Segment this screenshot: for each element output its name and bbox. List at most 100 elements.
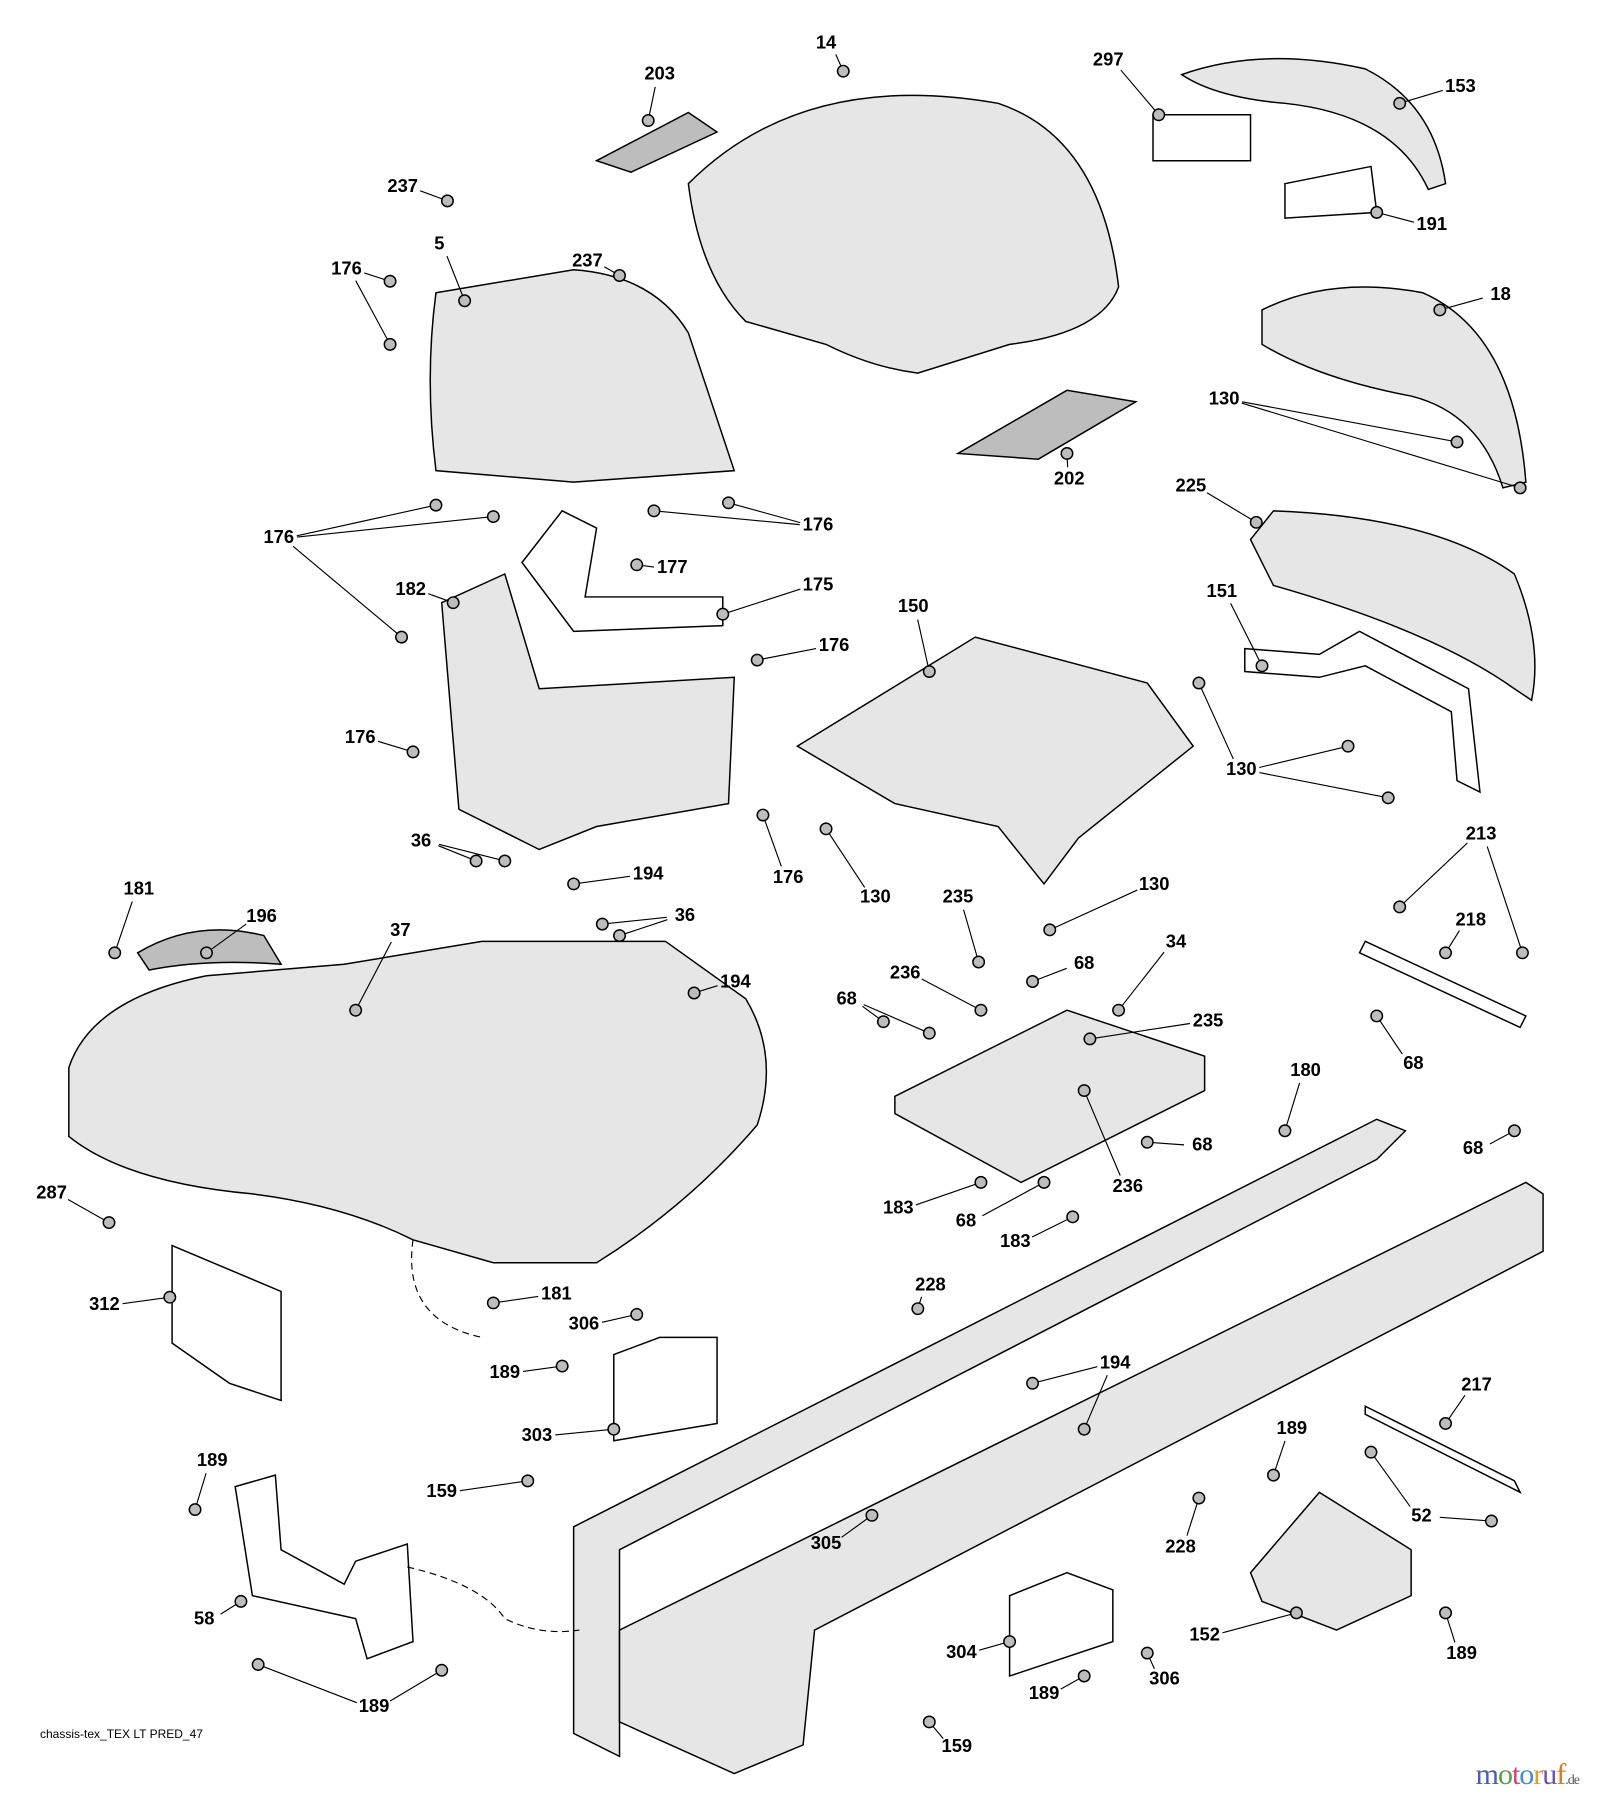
- callout-217: 217: [1461, 1373, 1492, 1394]
- leader-line: [446, 255, 466, 301]
- dashboard-5: [429, 269, 736, 483]
- callout-151: 151: [1207, 580, 1238, 601]
- fastener-icon: [1003, 1635, 1017, 1649]
- fastener-icon: [1484, 1514, 1498, 1528]
- callout-236: 236: [1112, 1175, 1143, 1196]
- fastener-icon: [234, 1594, 248, 1608]
- callout-181: 181: [541, 1283, 572, 1304]
- callout-176: 176: [803, 514, 834, 535]
- rod-217: [1364, 1405, 1522, 1495]
- leader-line: [1032, 1366, 1098, 1384]
- dash-harness: [411, 1239, 482, 1338]
- callout-130: 130: [1139, 873, 1170, 894]
- callout-305: 305: [811, 1532, 842, 1553]
- fastener-icon: [555, 1359, 569, 1373]
- fastener-icon: [1112, 1003, 1126, 1017]
- callout-225: 225: [1176, 475, 1207, 496]
- fastener-icon: [1370, 1009, 1384, 1023]
- callout-68: 68: [1192, 1134, 1212, 1155]
- bracket-175: [521, 509, 724, 633]
- callout-152: 152: [1189, 1624, 1220, 1645]
- plate-312: [171, 1244, 282, 1402]
- fastener-icon: [1255, 659, 1269, 673]
- callout-189: 189: [489, 1361, 520, 1382]
- harness-58: [407, 1566, 580, 1633]
- leader-line: [1089, 1022, 1190, 1040]
- fastener-icon: [1513, 481, 1527, 495]
- fastener-icon: [974, 1175, 988, 1189]
- leader-line: [296, 504, 437, 537]
- insert-191: [1284, 165, 1378, 219]
- callout-306: 306: [1149, 1667, 1180, 1688]
- callout-52: 52: [1411, 1504, 1431, 1525]
- bumper-225: [1249, 510, 1536, 702]
- callout-297: 297: [1093, 49, 1124, 70]
- dash-panel-182: [440, 572, 736, 851]
- fastener-icon: [1393, 900, 1407, 914]
- fastener-icon: [687, 986, 701, 1000]
- leader-line: [619, 919, 668, 937]
- leader-line: [1259, 745, 1349, 769]
- fastener-icon: [251, 1658, 265, 1672]
- fastener-icon: [716, 607, 730, 621]
- leader-line: [1186, 1497, 1200, 1536]
- callout-235: 235: [943, 886, 974, 907]
- leader-line: [1399, 842, 1468, 908]
- fastener-icon: [1026, 1376, 1040, 1390]
- fastener-icon: [1439, 1416, 1453, 1430]
- callout-130: 130: [1209, 387, 1240, 408]
- leader-line: [355, 941, 392, 1011]
- fastener-icon: [1433, 303, 1447, 317]
- leader-line: [653, 510, 800, 526]
- fastener-icon: [1083, 1032, 1097, 1046]
- callout-196: 196: [246, 905, 277, 926]
- callout-189: 189: [1446, 1642, 1477, 1663]
- leader-line: [1439, 1516, 1492, 1522]
- leader-line: [1120, 69, 1160, 116]
- fastener-icon: [1439, 946, 1453, 960]
- parts-layer: [68, 57, 1544, 1775]
- callout-312: 312: [89, 1293, 120, 1314]
- leader-line: [722, 588, 801, 615]
- leader-line: [1049, 889, 1138, 931]
- leader-line: [555, 1428, 614, 1436]
- leader-line: [762, 814, 782, 867]
- leader-line: [522, 1365, 563, 1373]
- leader-line: [915, 1181, 982, 1206]
- callout-68: 68: [836, 988, 856, 1009]
- callout-237: 237: [572, 250, 603, 271]
- callout-176: 176: [263, 526, 294, 547]
- leader-line: [963, 909, 980, 963]
- callout-37: 37: [390, 919, 410, 940]
- callout-180: 180: [1290, 1059, 1321, 1080]
- leader-line: [1376, 1015, 1403, 1055]
- fastener-icon: [1249, 515, 1263, 529]
- fastener-icon: [1037, 1175, 1051, 1189]
- fastener-icon: [607, 1422, 621, 1436]
- fastener-icon: [1077, 1084, 1091, 1098]
- leader-line: [355, 280, 391, 345]
- fastener-icon: [1515, 946, 1529, 960]
- callout-306: 306: [569, 1313, 600, 1334]
- fastener-icon: [1266, 1468, 1280, 1482]
- fastener-icon: [383, 274, 397, 288]
- watermark-logo: motoruf.de: [1475, 1758, 1580, 1791]
- fastener-icon: [641, 114, 655, 128]
- fastener-icon: [1140, 1135, 1154, 1149]
- fastener-icon: [1289, 1606, 1303, 1620]
- leader-lines: [67, 54, 1529, 1740]
- leader-line: [438, 843, 505, 862]
- fastener-icon: [163, 1290, 177, 1304]
- leader-line: [296, 516, 494, 538]
- fastener-icon: [1043, 923, 1057, 937]
- fastener-icon: [102, 1216, 116, 1230]
- callout-303: 303: [522, 1424, 553, 1445]
- fastener-icon: [383, 337, 397, 351]
- fastener-icon: [1140, 1646, 1154, 1660]
- leader-line: [1259, 772, 1389, 799]
- fastener-icon: [567, 877, 581, 891]
- leader-line: [982, 1181, 1045, 1217]
- callout-5: 5: [434, 232, 444, 253]
- callout-189: 189: [359, 1695, 390, 1716]
- fastener-icon: [836, 64, 850, 78]
